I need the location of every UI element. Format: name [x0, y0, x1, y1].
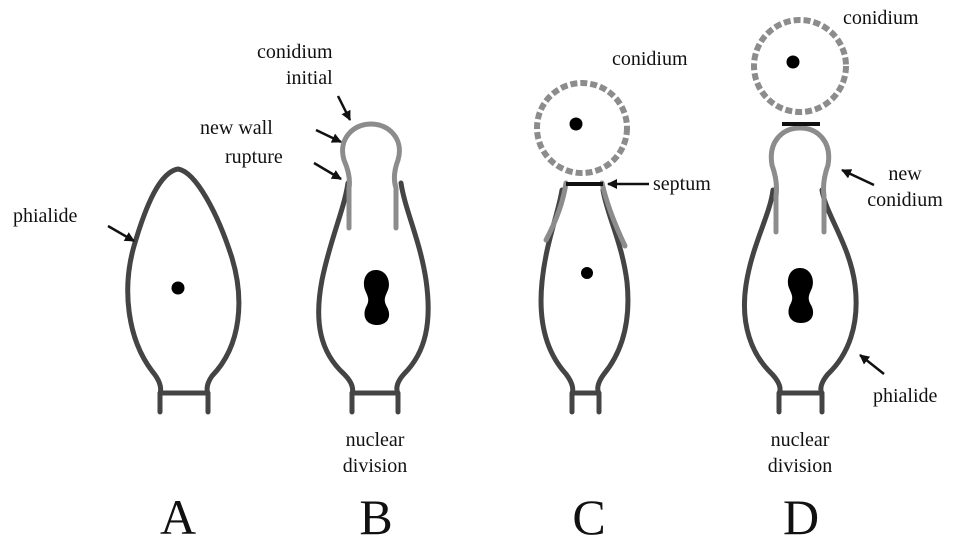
nuclear-label-b-2: division	[343, 455, 407, 477]
conidium-d	[754, 20, 846, 112]
new-conidium-label-1: new	[888, 163, 922, 185]
conidium-initial-label-1: conidium	[257, 41, 333, 63]
phialide-wall-c	[541, 190, 573, 412]
new-wall-c-right	[602, 183, 625, 246]
conidium-c	[537, 83, 627, 173]
conidium-nucleus-d	[787, 56, 800, 69]
panel-a: phialide A	[13, 169, 239, 537]
nuclear-label-d-1: nuclear	[771, 429, 830, 451]
panel-d: conidium new conidium phialide nuclear d…	[744, 7, 943, 537]
rupture-label: rupture	[225, 146, 283, 168]
dividing-nucleus-b	[364, 270, 389, 325]
panel-letter-b: B	[359, 489, 392, 537]
conidium-nucleus-c	[570, 118, 583, 131]
phialide-arrow-d	[860, 355, 884, 374]
septum-label: septum	[653, 173, 711, 195]
conidium-label-c: conidium	[612, 48, 688, 70]
panel-c: conidium septum C	[537, 48, 711, 537]
phialide-wall-b-right	[397, 183, 428, 412]
panel-letter-d: D	[783, 489, 819, 537]
new-wall-label: new wall	[200, 117, 273, 139]
nucleus-c	[581, 267, 593, 279]
new-wall-b	[343, 124, 400, 228]
nucleus-a	[172, 282, 185, 295]
panel-letter-a: A	[160, 489, 196, 537]
conidium-initial-arrow	[338, 96, 350, 120]
panel-b: conidium initial new wall rupture nuclea…	[200, 41, 428, 537]
new-conidium-arrow	[842, 170, 874, 185]
rupture-arrow	[314, 163, 341, 179]
nuclear-label-b-1: nuclear	[346, 429, 405, 451]
conidium-label-d: conidium	[843, 7, 919, 29]
nuclear-label-d-2: division	[768, 455, 832, 477]
conidium-initial-label-2: initial	[286, 67, 333, 89]
new-conidium-wall-d	[771, 128, 828, 232]
phialide-arrow-a	[108, 226, 134, 241]
panel-letter-c: C	[572, 489, 605, 537]
new-wall-arrow	[316, 130, 341, 142]
phialide-label-d: phialide	[873, 385, 938, 407]
dividing-nucleus-d	[788, 268, 813, 323]
new-conidium-label-2: conidium	[867, 189, 943, 211]
phialide-label-a: phialide	[13, 205, 78, 227]
